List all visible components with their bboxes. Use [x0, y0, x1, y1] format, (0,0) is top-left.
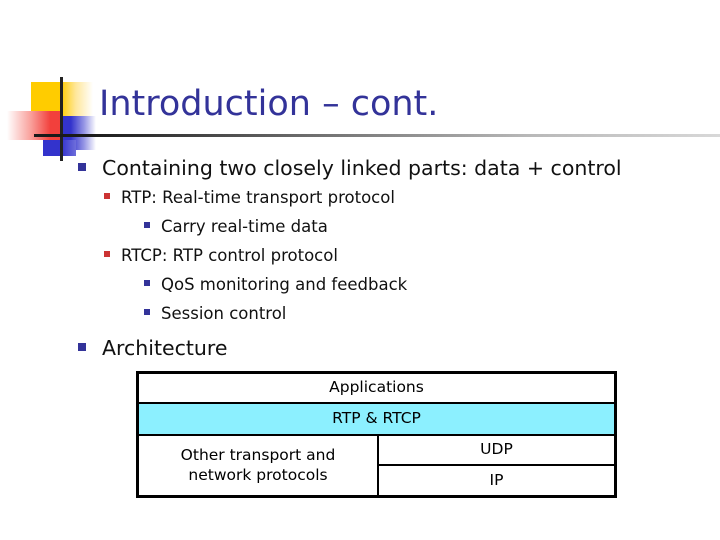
- bullet-text: RTCP: RTP control protocol: [121, 246, 338, 265]
- bullet-item-rtp: RTP: Real-time transport protocol: [104, 188, 395, 207]
- bullet-square-icon: [78, 163, 86, 171]
- arch-cell-other-line2: network protocols: [188, 465, 328, 484]
- bullet-item-architecture: Architecture: [78, 336, 228, 360]
- bullet-item-containing: Containing two closely linked parts: dat…: [78, 156, 622, 180]
- bullet-text: Carry real-time data: [161, 217, 328, 236]
- bullet-text: Session control: [161, 304, 287, 323]
- bullet-square-icon: [144, 309, 150, 315]
- bullet-text: RTP: Real-time transport protocol: [121, 188, 395, 207]
- bullet-text: Containing two closely linked parts: dat…: [102, 156, 622, 180]
- arch-cell-applications: Applications: [139, 374, 614, 404]
- bullet-square-icon: [144, 222, 150, 228]
- bullet-item-rtcp: RTCP: RTP control protocol: [104, 246, 338, 265]
- title-divider-rule: [34, 134, 720, 137]
- bullet-item-session-control: Session control: [144, 304, 286, 323]
- bullet-text: Architecture: [102, 336, 228, 360]
- arch-cell-other-protocols: Other transport and network protocols: [139, 436, 379, 495]
- page-title: Introduction – cont.: [99, 84, 439, 124]
- bullet-text: QoS monitoring and feedback: [161, 275, 408, 294]
- logo-vertical-line-icon: [60, 77, 63, 161]
- bullet-item-qos: QoS monitoring and feedback: [144, 275, 407, 294]
- bullet-item-carry-data: Carry real-time data: [144, 217, 328, 236]
- architecture-diagram: Applications RTP & RTCP Other transport …: [136, 371, 617, 498]
- bullet-square-icon: [78, 343, 86, 351]
- arch-cell-other-line1: Other transport and: [180, 446, 336, 465]
- bullet-square-icon: [104, 251, 110, 257]
- arch-cell-ip: IP: [379, 466, 614, 495]
- arch-cell-rtp-rtcp: RTP & RTCP: [139, 404, 614, 436]
- bullet-square-icon: [144, 280, 150, 286]
- bullet-square-icon: [104, 193, 110, 199]
- arch-cell-udp: UDP: [379, 436, 614, 466]
- logo-blue-lower-block-icon: [43, 140, 76, 156]
